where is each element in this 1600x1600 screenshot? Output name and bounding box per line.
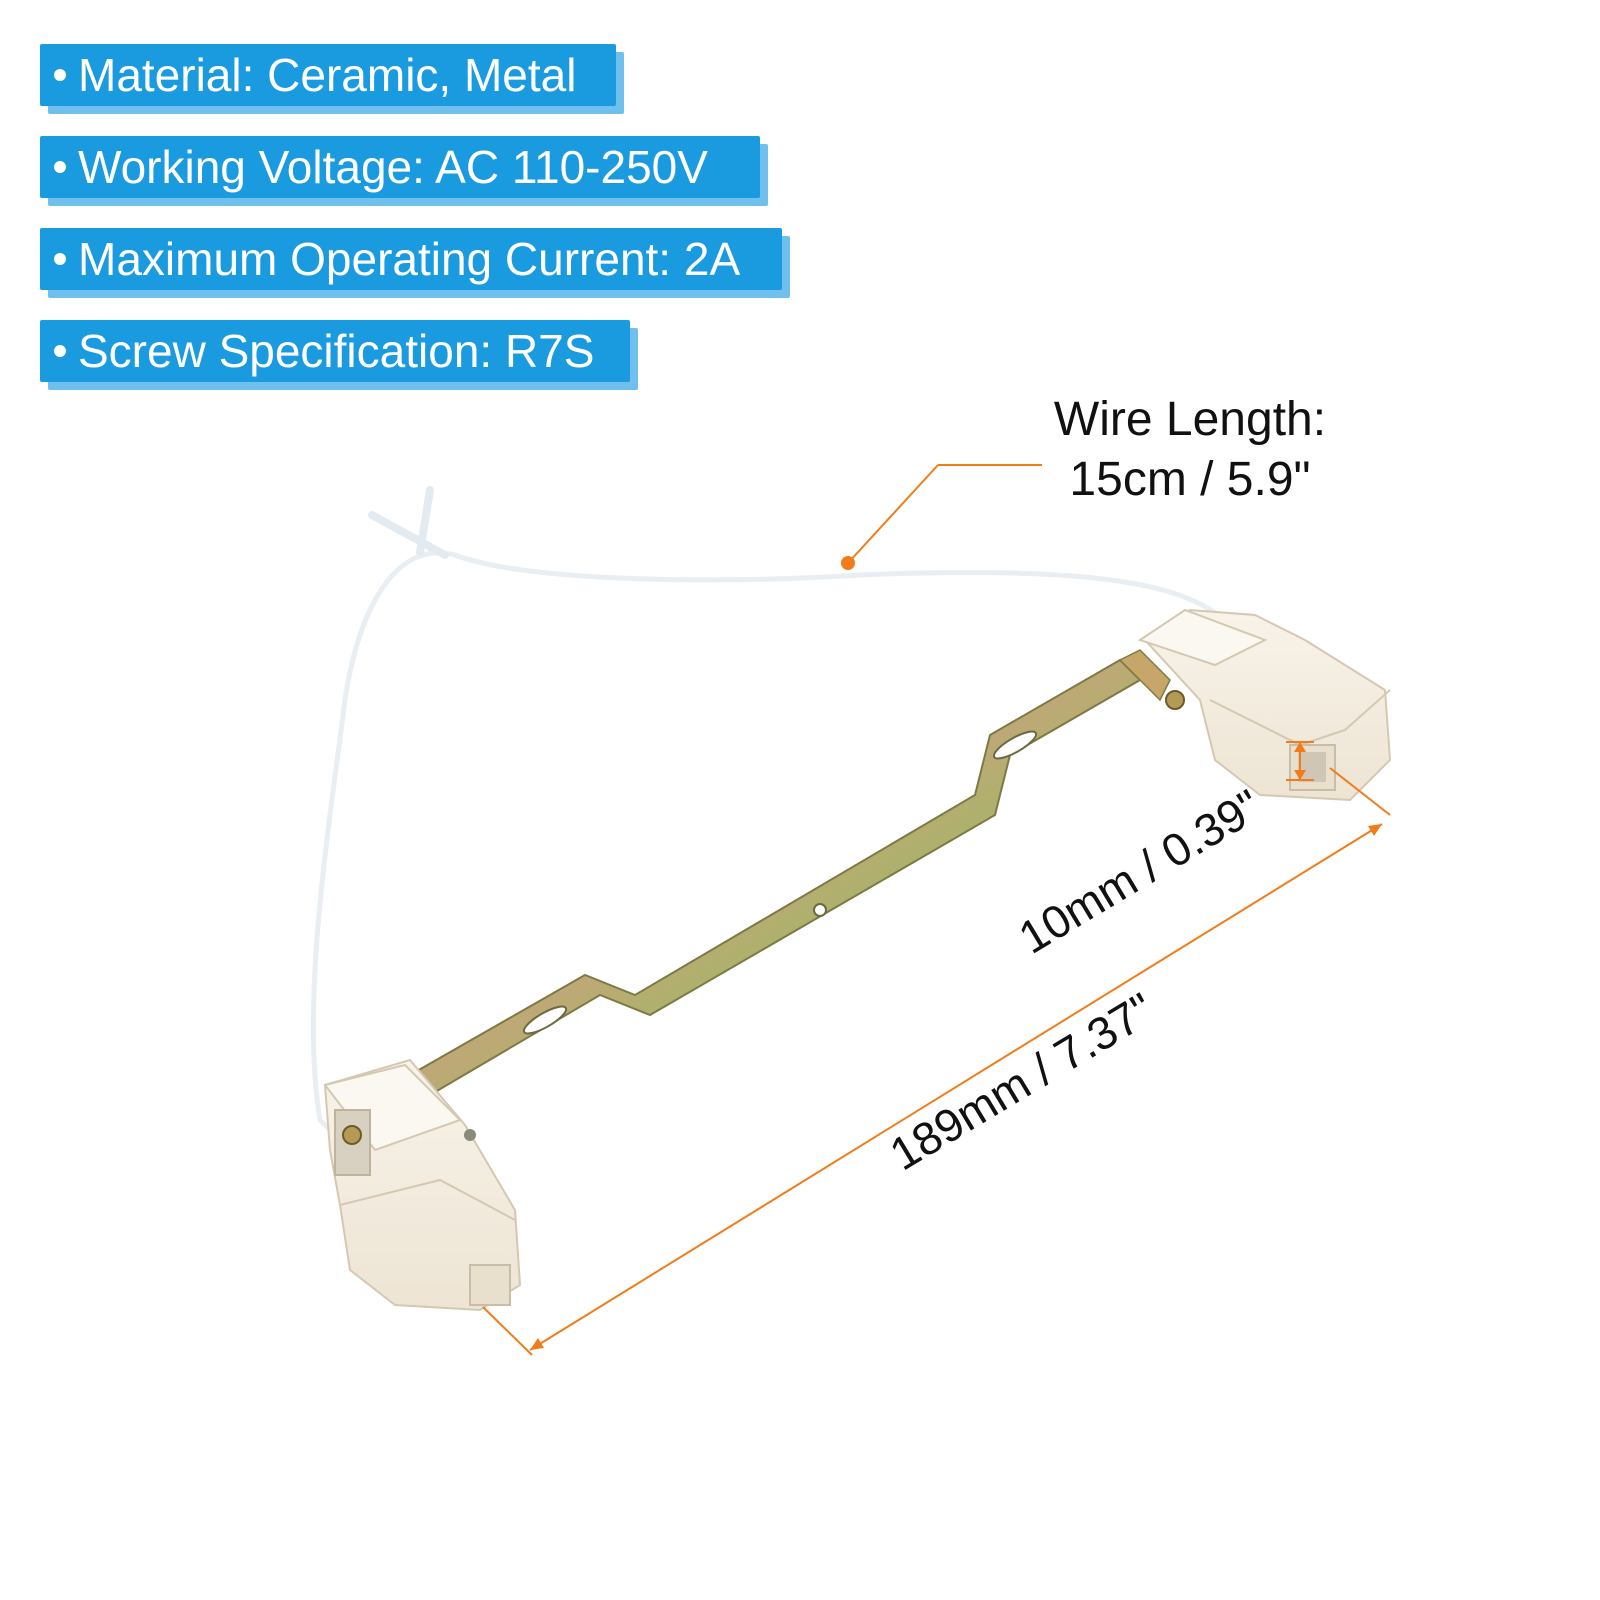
slot-hole bbox=[522, 1005, 568, 1035]
wire-length-value: 15cm / 5.9" bbox=[1069, 453, 1311, 506]
wire bbox=[310, 550, 1232, 1147]
slot-dimension-label: 10mm / 0.39" bbox=[1010, 779, 1270, 964]
screw-icon bbox=[342, 1125, 362, 1145]
wire-length-label: Wire Length: 15cm / 5.9" bbox=[1040, 390, 1340, 510]
slot-hole bbox=[992, 730, 1038, 760]
spec-badge-voltage: Working Voltage: AC 110-250V bbox=[40, 136, 760, 198]
length-dimension-label: 189mm / 7.37" bbox=[881, 982, 1163, 1180]
spec-label: Maximum Operating Current: 2A bbox=[78, 233, 741, 285]
wire-length-callout bbox=[841, 464, 1042, 570]
spec-label: Screw Specification: R7S bbox=[78, 325, 595, 377]
screw-icon bbox=[464, 1129, 476, 1141]
spec-badge-current: Maximum Operating Current: 2A bbox=[40, 228, 782, 290]
ceramic-holder-left bbox=[323, 1058, 522, 1312]
slot-dimension bbox=[1286, 741, 1314, 781]
spec-badge-material: Material: Ceramic, Metal bbox=[40, 44, 616, 106]
spec-label: Material: Ceramic, Metal bbox=[78, 49, 577, 101]
center-hole bbox=[813, 903, 827, 917]
wire-end bbox=[368, 486, 449, 559]
contact-slot bbox=[1298, 752, 1326, 782]
ceramic-holder-right bbox=[1137, 608, 1392, 802]
bullet-icon bbox=[54, 344, 66, 357]
callout-dot bbox=[841, 556, 855, 570]
spec-label: Working Voltage: AC 110-250V bbox=[78, 141, 708, 193]
spec-badge-screw: Screw Specification: R7S bbox=[40, 320, 630, 382]
bullet-icon bbox=[54, 160, 66, 173]
length-dimension bbox=[482, 767, 1391, 1356]
bullet-icon bbox=[54, 252, 66, 265]
wire-length-title: Wire Length: bbox=[1053, 393, 1327, 446]
bullet-icon bbox=[54, 68, 66, 81]
screw-icon bbox=[1165, 690, 1185, 710]
